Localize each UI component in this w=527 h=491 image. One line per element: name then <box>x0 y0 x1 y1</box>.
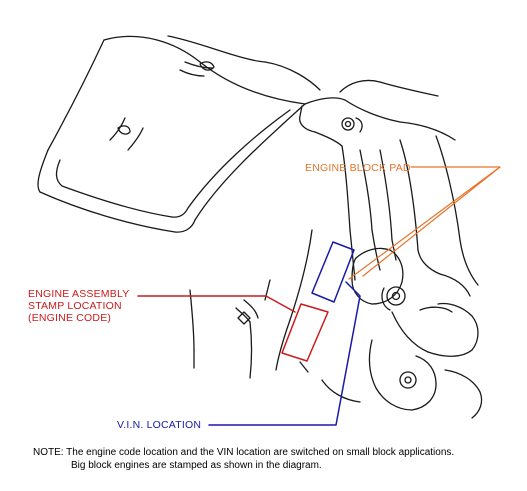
engine-assembly-stamp-label: ENGINE ASSEMBLY STAMP LOCATION (ENGINE C… <box>28 288 129 324</box>
stamp-label-line-1: ENGINE ASSEMBLY <box>28 288 130 300</box>
stamp-label-line-2: STAMP LOCATION <box>28 300 122 312</box>
engine-block-pad-leader <box>348 166 501 280</box>
valve-cover-outline <box>37 35 321 233</box>
block-pad-outline <box>351 247 406 311</box>
lower-assembly-outline <box>299 302 483 419</box>
engine-code-stamp-marker <box>137 295 329 362</box>
note-line-1: NOTE: The engine code location and the V… <box>33 447 455 458</box>
vin-location-marker <box>208 241 361 426</box>
stamp-label-line-3: (ENGINE CODE) <box>28 312 112 324</box>
engine-block-pad-label: ENGINE BLOCK PAD <box>305 162 411 174</box>
note-line-2: Big block engines are stamped as shown i… <box>71 459 322 471</box>
diagram-note: NOTE: The engine code location and the V… <box>33 447 454 472</box>
manifold-outline <box>299 79 456 147</box>
vin-location-label: V.I.N. LOCATION <box>117 419 202 431</box>
